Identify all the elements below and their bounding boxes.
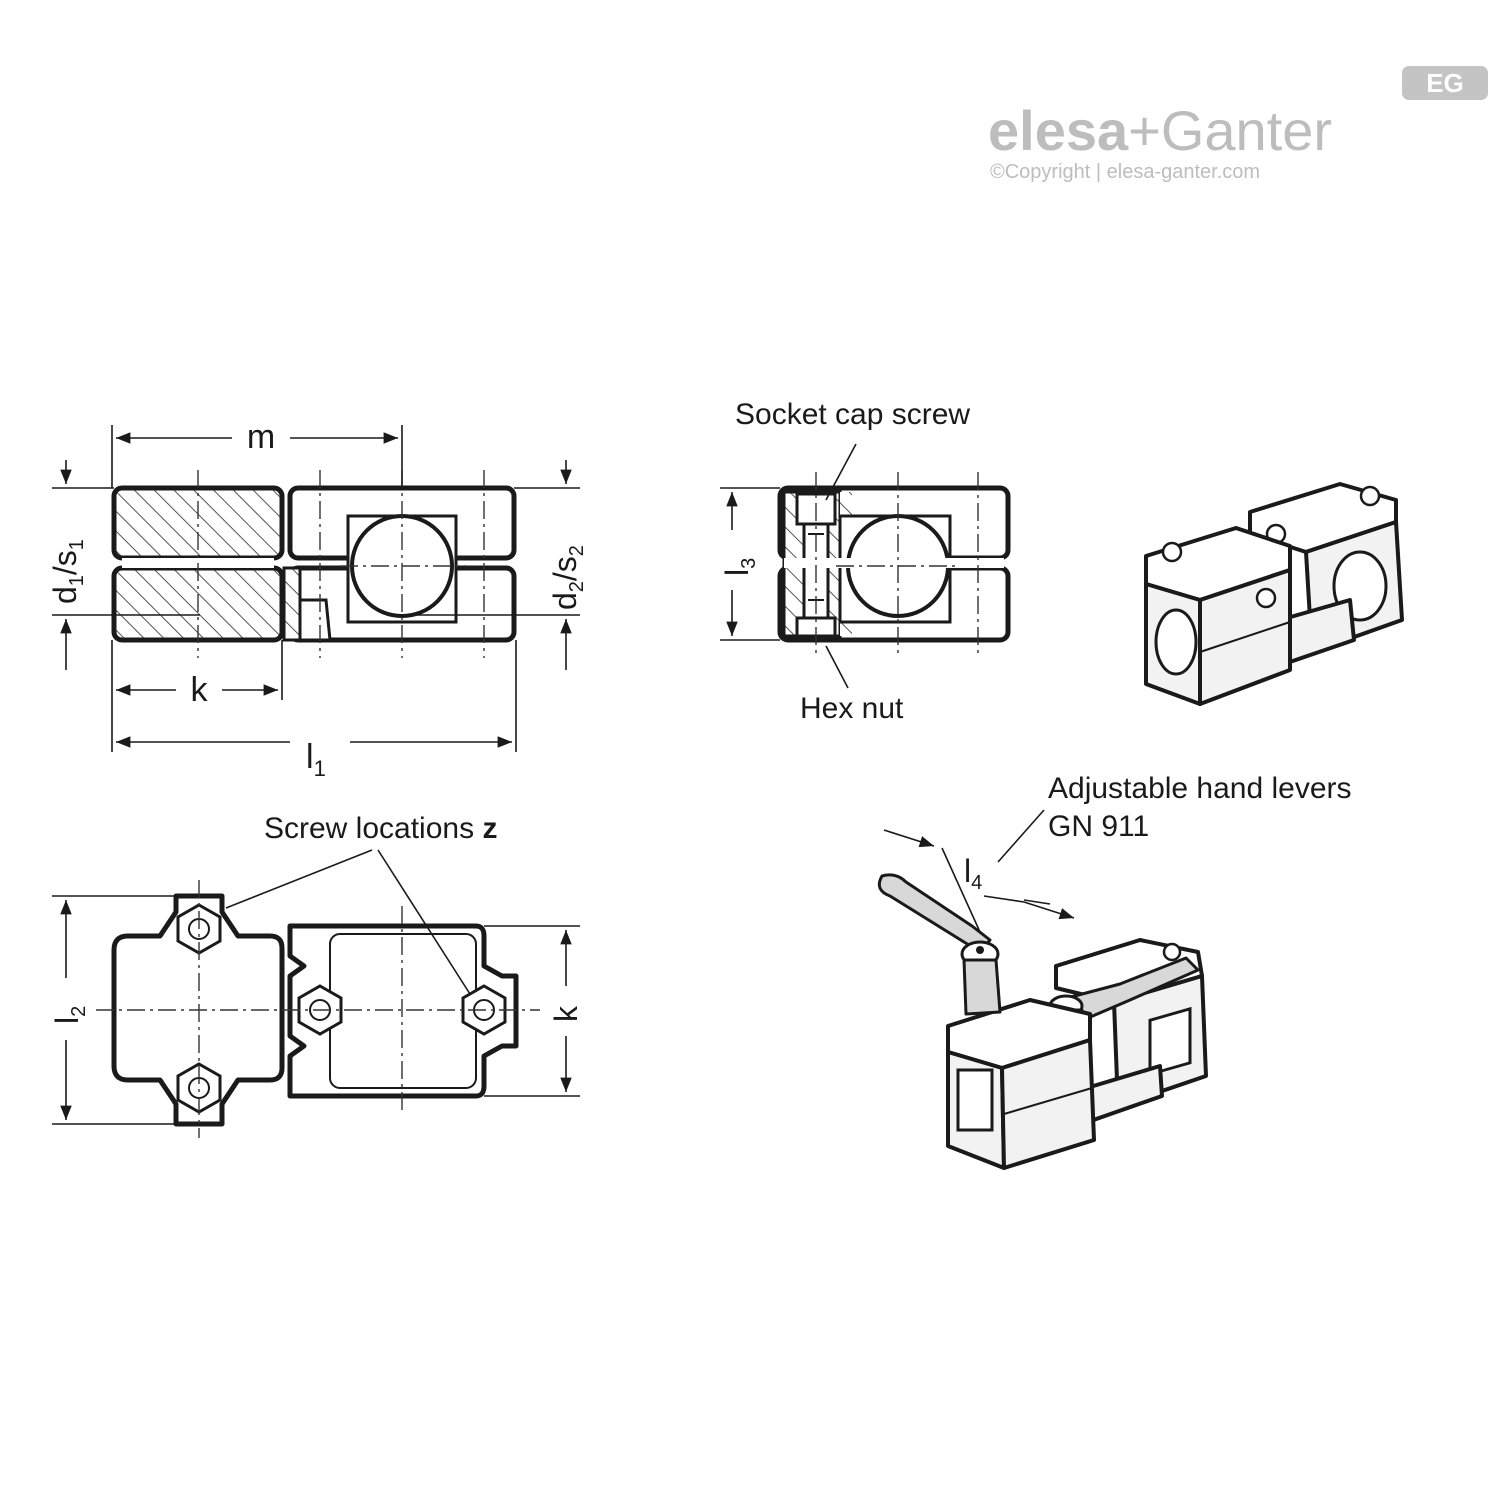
top-view: l2 k Screw locations z — [49, 812, 584, 1138]
socket-cap-screw-label: Socket cap screw — [735, 398, 970, 431]
dim-k-label: k — [191, 671, 209, 709]
section-view: l3 Socket cap screw Hex nut — [719, 398, 1011, 725]
lever-view: l4 Adjustable hand levers GN 911 — [877, 772, 1352, 1170]
hand-levers-label-line1: Adjustable hand levers — [1048, 772, 1352, 805]
hand-levers-label-line2: GN 911 — [1048, 810, 1149, 843]
copyright-text: ©Copyright | elesa-ganter.com — [990, 161, 1260, 183]
eg-badge-text: EG — [1426, 68, 1464, 98]
brand-ganter: Ganter — [1161, 99, 1332, 162]
brand-plus: + — [1128, 99, 1161, 162]
hex-nut-label: Hex nut — [800, 692, 904, 725]
front-view: m k l1 d1/s1 d2/s2 — [47, 418, 588, 781]
eg-badge — [1402, 66, 1488, 100]
brand-elesa: elesa — [988, 99, 1129, 162]
dim-d1-s1-label: d1/s1 — [47, 539, 88, 604]
screw-locations-label: Screw locations z — [264, 812, 497, 845]
dim-l3-label: l3 — [719, 558, 760, 576]
dim-l4-label: l4 — [964, 853, 982, 894]
dim-k-right-label: k — [548, 1005, 584, 1022]
right-plate — [287, 923, 519, 1099]
dim-l2-label: l2 — [49, 1006, 90, 1024]
dim-l1-label: l1 — [306, 738, 326, 781]
brand-name: elesa+Ganter — [988, 99, 1332, 162]
dim-d2-s2-label: d2/s2 — [547, 545, 588, 610]
brand-logo: EG elesa+Ganter ©Copyright | elesa-gante… — [988, 66, 1488, 183]
dim-m-label: m — [247, 418, 275, 456]
iso-view — [1144, 482, 1404, 706]
